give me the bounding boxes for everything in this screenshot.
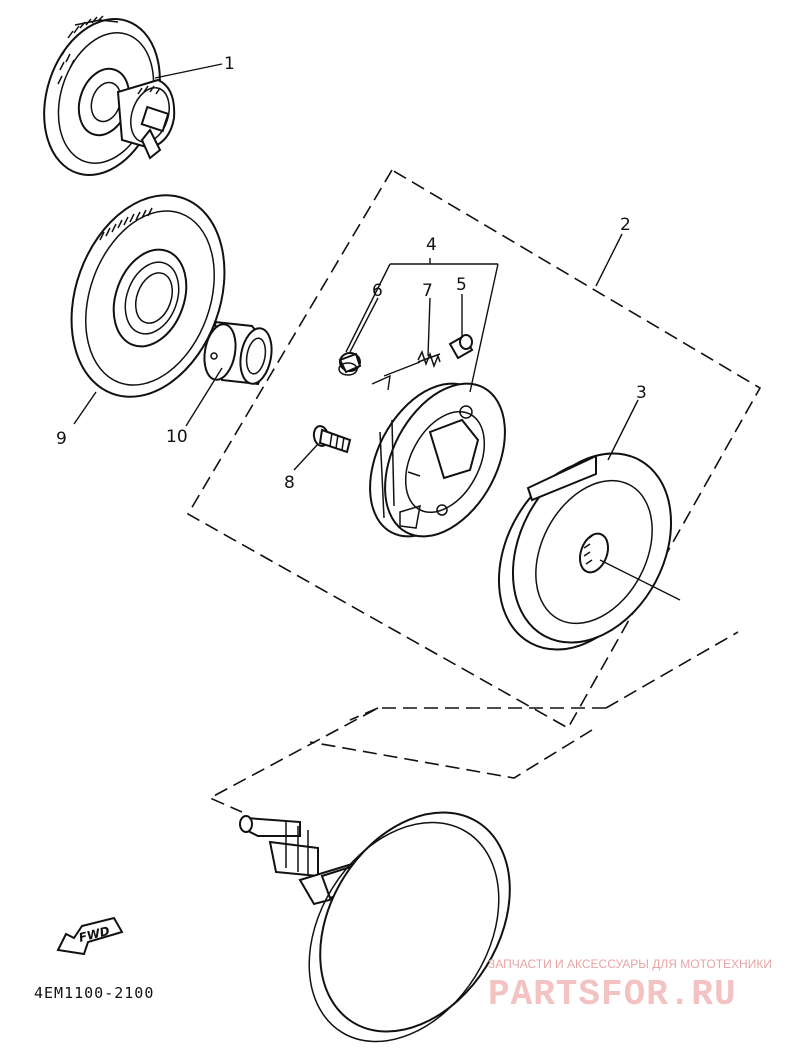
watermark-caption: ЗАПЧАСТИ И АКСЕССУАРЫ ДЛЯ МОТОТЕХНИКИ	[488, 957, 772, 971]
assembly-boundary	[186, 168, 762, 730]
watermark-brand: PARTSFOR.RU	[488, 974, 737, 1015]
fwd-indicator: FWD	[56, 916, 124, 956]
part-9-wheel-gear	[70, 194, 226, 398]
crankshaft-flywheel	[239, 811, 511, 1043]
callout-1: 1	[224, 54, 235, 74]
callout-3: 3	[636, 383, 647, 403]
callout-2: 2	[620, 215, 631, 235]
callout-10: 10	[166, 427, 188, 447]
leader-lines	[73, 63, 639, 471]
part-5-plunger	[448, 334, 474, 360]
part-8-bolt	[312, 425, 352, 454]
callout-5: 5	[456, 275, 467, 295]
part-6-roller	[338, 352, 362, 376]
shaft-boundary	[208, 631, 739, 813]
part-10-collar	[203, 320, 273, 386]
part-7-spring	[417, 350, 441, 369]
callout-4: 4	[426, 235, 437, 255]
part-3-clutch-gear	[497, 452, 681, 651]
watermark: ЗАПЧАСТИ И АКСЕССУАРЫ ДЛЯ МОТОТЕХНИКИ PA…	[488, 957, 772, 1015]
part-1-gear-assembly	[43, 15, 176, 176]
drawing-code: 4EM1100-2100	[34, 984, 154, 1002]
callout-9: 9	[56, 429, 67, 449]
callout-6: 6	[372, 281, 383, 301]
callout-8: 8	[284, 473, 295, 493]
callout-7: 7	[422, 281, 433, 301]
starter-clutch-body	[369, 382, 506, 538]
callout-labels: 1 2 3 4 5 6 7 8 9 10	[56, 54, 647, 493]
